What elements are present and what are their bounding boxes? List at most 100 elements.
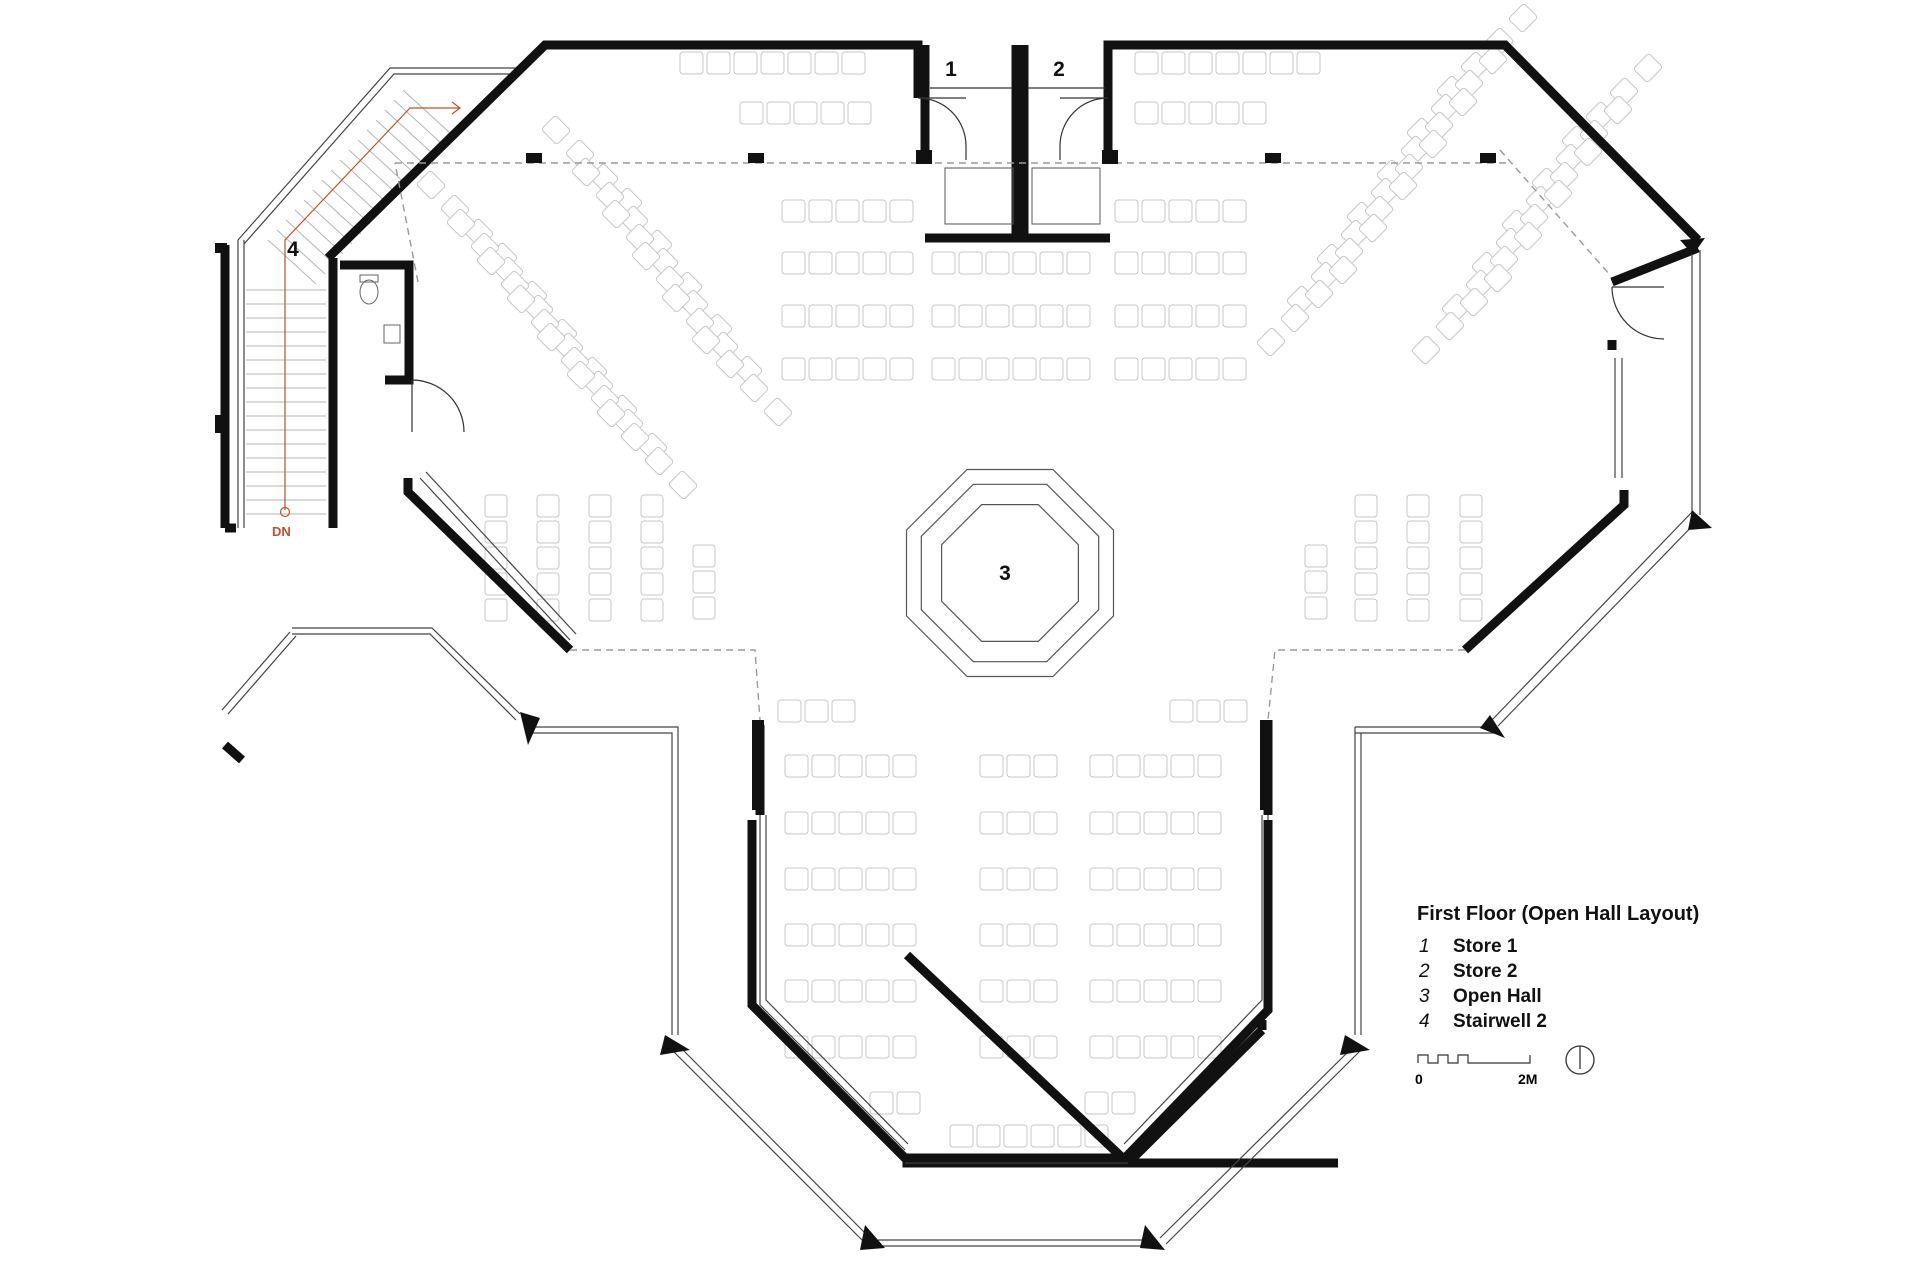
chair <box>838 923 863 947</box>
chair <box>1033 811 1058 835</box>
chair <box>835 199 860 223</box>
chair <box>1459 520 1483 544</box>
chair <box>1513 221 1543 251</box>
chair <box>814 51 839 75</box>
chair <box>1033 754 1058 778</box>
chair <box>484 520 508 544</box>
chair <box>1406 572 1430 596</box>
chair <box>1066 304 1091 328</box>
chair <box>985 357 1010 381</box>
chair <box>739 373 769 403</box>
structural-wedges <box>520 238 1712 1250</box>
chair <box>1256 327 1286 357</box>
chair <box>1197 979 1222 1003</box>
chair <box>889 304 914 328</box>
chair <box>739 101 764 125</box>
chair <box>733 51 758 75</box>
chair <box>536 572 560 596</box>
chair <box>484 494 508 518</box>
chair <box>811 754 836 778</box>
chair <box>1114 251 1139 275</box>
chair <box>811 867 836 891</box>
chair <box>784 811 809 835</box>
chair <box>640 520 664 544</box>
stair-tread <box>402 89 452 135</box>
chair <box>1222 304 1247 328</box>
chair <box>931 251 956 275</box>
chair <box>1066 251 1091 275</box>
chair <box>601 199 631 229</box>
legend-items: 1 Store 1 2 Store 2 3 Open Hall 4 Stairw… <box>1417 936 1699 1036</box>
chair <box>1089 811 1114 835</box>
chair <box>1197 867 1222 891</box>
chair <box>1116 867 1141 891</box>
chair <box>588 494 612 518</box>
stair-tread <box>285 219 335 265</box>
chair <box>811 923 836 947</box>
chair <box>692 570 716 594</box>
chair <box>781 199 806 223</box>
chair <box>835 357 860 381</box>
chair <box>979 867 1004 891</box>
chair <box>1418 129 1448 159</box>
chair <box>1168 357 1193 381</box>
stair-tread <box>366 129 416 175</box>
chair <box>1508 3 1538 33</box>
chair <box>811 979 836 1003</box>
chair <box>1195 304 1220 328</box>
legend-item-label: Open Hall <box>1453 986 1542 1007</box>
chair <box>985 251 1010 275</box>
chair <box>760 51 785 75</box>
scale-end: 2M <box>1518 1071 1538 1087</box>
chair <box>1141 251 1166 275</box>
chair <box>1197 923 1222 947</box>
legend-item-label: Store 1 <box>1453 936 1518 957</box>
chair <box>1006 867 1031 891</box>
chair <box>1483 263 1513 293</box>
chair <box>644 446 674 476</box>
chair <box>661 283 691 313</box>
chair <box>1012 304 1037 328</box>
scale-bar: 0 2M <box>1410 1045 1610 1087</box>
room-label-open-hall: 3 <box>999 562 1011 585</box>
chair <box>588 546 612 570</box>
chair <box>869 1091 894 1115</box>
chair <box>1459 546 1483 570</box>
chair <box>536 520 560 544</box>
chair <box>1296 51 1321 75</box>
chair <box>892 867 917 891</box>
chair <box>1170 754 1195 778</box>
chair <box>1168 199 1193 223</box>
chair <box>1033 867 1058 891</box>
chair <box>979 923 1004 947</box>
stair-tread <box>339 159 389 205</box>
chair <box>1280 303 1310 333</box>
chair <box>784 979 809 1003</box>
chair <box>1116 754 1141 778</box>
chair <box>1012 251 1037 275</box>
chair <box>811 1035 836 1059</box>
stair-tread <box>267 239 317 285</box>
chair <box>1197 811 1222 835</box>
chair <box>1459 598 1483 622</box>
legend-item-label: Store 2 <box>1453 961 1518 982</box>
room-label-stairwell: 4 <box>287 238 299 261</box>
chair <box>838 867 863 891</box>
chair <box>640 598 664 622</box>
chair <box>1033 1035 1058 1059</box>
store-doors <box>917 87 1665 340</box>
chair <box>766 101 791 125</box>
chair <box>808 199 833 223</box>
chair <box>1168 304 1193 328</box>
chair <box>862 304 887 328</box>
chair <box>985 304 1010 328</box>
chair <box>1114 304 1139 328</box>
chair <box>781 304 806 328</box>
north-arrow-icon <box>1565 1045 1595 1075</box>
room-label-store-2: 2 <box>1053 58 1065 81</box>
chair <box>416 170 446 200</box>
chair <box>763 397 793 427</box>
chair <box>1328 255 1358 285</box>
chair <box>484 598 508 622</box>
